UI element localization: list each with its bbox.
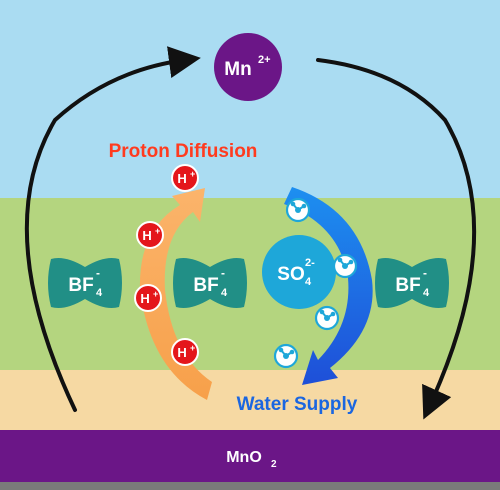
proton: H + [171,338,199,366]
bf4-subscript: 4 [96,287,103,299]
mn-ion: Mn 2+ [214,33,282,101]
water-supply-arrow [284,187,373,385]
mno2-substrate [0,430,500,482]
bf4-anion: BF 4 - [48,258,122,308]
proton-symbol: H [140,291,149,306]
cycle-arrow-up [24,46,201,412]
bf4-charge: - [96,266,100,280]
bf4-label: BF [395,275,420,296]
proton-symbol: H [142,228,151,243]
proton: H + [134,284,162,312]
proton: H + [136,221,164,249]
proton: H + [171,164,199,192]
mn-ion-label: Mn [224,59,251,80]
bf4-charge: - [221,266,225,280]
water-molecule [314,305,340,331]
interface-region [0,370,500,430]
so4-charge: 2- [305,257,315,269]
bf4-subscript: 4 [221,287,228,299]
proton-symbol: H [177,171,186,186]
water-molecule [285,197,311,223]
proton-symbol: H [177,345,186,360]
bf4-charge: - [423,266,427,280]
so4-subscript: 4 [305,276,312,288]
bf4-anion: BF 4 - [375,258,449,308]
proton-charge: + [190,343,195,353]
mn-ion-charge: 2+ [258,54,271,66]
proton-diffusion-label: Proton Diffusion [109,141,258,162]
proton-charge: + [155,226,160,236]
water-molecule [273,343,299,369]
bf4-label: BF [68,275,93,296]
base-strip [0,482,500,490]
bf4-label: BF [193,275,218,296]
bf4-anion: BF 4 - [173,258,247,308]
mno2-label: MnO [226,449,262,466]
proton-charge: + [153,289,158,299]
proton-charge: + [190,169,195,179]
cycle-arrow-down [316,58,477,420]
water-molecule [332,253,358,279]
bf4-subscript: 4 [423,287,430,299]
water-supply-label: Water Supply [237,394,358,415]
mno2-subscript: 2 [271,459,277,470]
so4-anion: SO 4 2- [262,235,336,309]
so4-label: SO [277,264,304,285]
